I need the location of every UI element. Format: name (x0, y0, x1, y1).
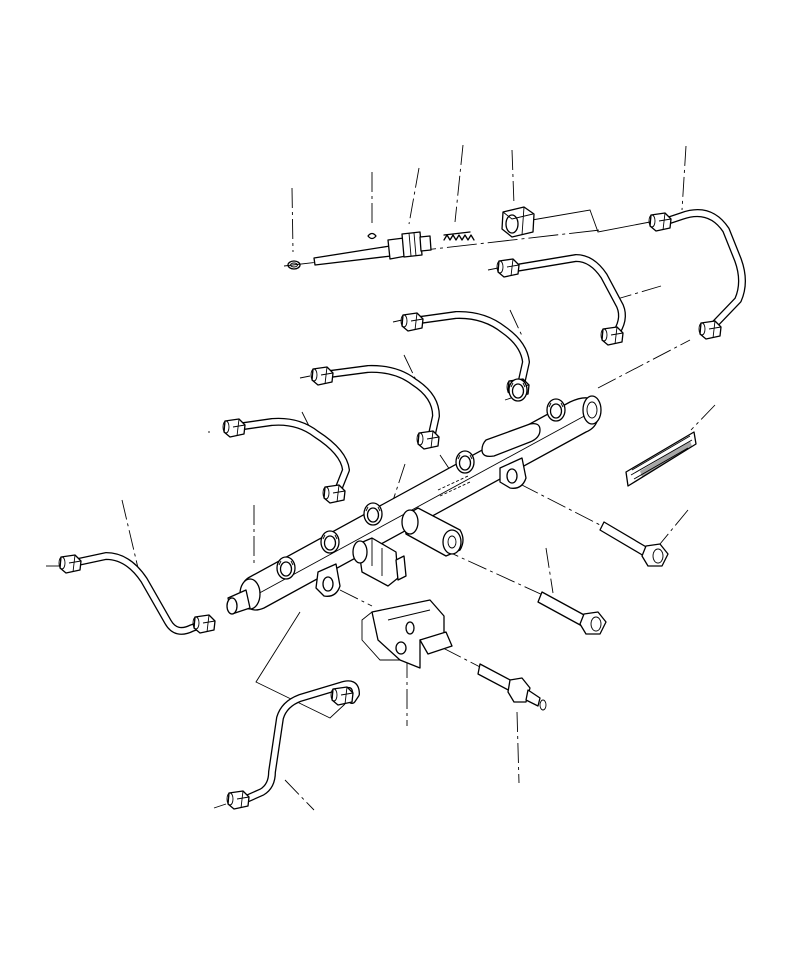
stud-icon (477, 663, 547, 711)
rail-icon (226, 378, 602, 615)
fuel-line-4 (222, 417, 350, 504)
fuel-line-2 (400, 310, 530, 398)
fuel-line-6 (226, 680, 360, 810)
sensor-connector-icon (352, 537, 407, 587)
spring-icon (443, 231, 475, 241)
bracket-icon (361, 599, 453, 669)
supply-line (648, 209, 746, 340)
fuel-line-5 (58, 552, 216, 635)
bolt-lower (537, 591, 607, 635)
label-icon (625, 431, 697, 487)
nut-icon (501, 206, 535, 238)
fuel-line-3 (310, 364, 440, 450)
o-ring-icon (287, 260, 301, 270)
leader-lines (46, 144, 716, 811)
bolt-upper (599, 521, 669, 567)
fuel-line-1 (496, 254, 626, 346)
valve-icon (313, 231, 432, 266)
clip-icon (367, 232, 377, 240)
sensor-icon (401, 507, 464, 557)
